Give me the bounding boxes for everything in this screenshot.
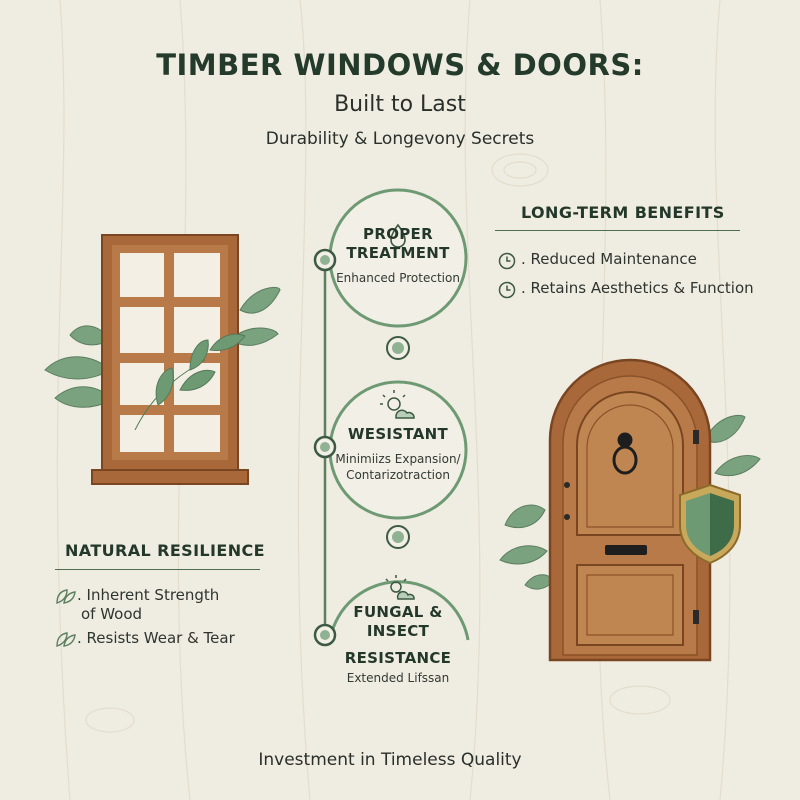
footer-text: Investment in Timeless Quality <box>258 750 522 770</box>
natural-resilience-item-line: . Inherent Strength <box>77 586 220 604</box>
timeline-step-treatment: PROPER TREATMENT Enhanced Protection <box>328 225 468 286</box>
timeline-step-title: FUNGAL & <box>353 603 443 621</box>
timeline-step-title: RESISTANCE <box>344 649 452 667</box>
page-subtitle: Built to Last <box>334 92 466 117</box>
natural-resilience-item-line: . Resists Wear & Tear <box>77 629 235 647</box>
long-term-benefits-item-text: . Retains Aesthetics & Function <box>521 279 754 297</box>
long-term-benefits-item: . Reduced Maintenance <box>497 250 787 272</box>
timeline-step-resistant: WESISTANT Minimiizs Expansion/ Contarizo… <box>323 425 473 483</box>
timeline-arc-fungal <box>328 580 470 641</box>
natural-resilience-heading: NATURAL RESILIENCE <box>65 541 265 560</box>
timber-window-illustration <box>44 234 281 485</box>
timeline-step-subtitle: Enhanced Protection <box>336 271 460 285</box>
timeline-step-subtitle: Minimiizs Expansion/ <box>335 452 461 466</box>
natural-resilience-item-line: of Wood <box>81 605 143 623</box>
page-tagline: Durability & Longevony Secrets <box>265 129 535 149</box>
long-term-benefits-item: . Retains Aesthetics & Function <box>497 279 787 301</box>
natural-resilience-divider <box>55 569 260 570</box>
timeline-step-title: INSECT <box>366 622 430 640</box>
leaf-branch-left-icon <box>499 504 554 590</box>
natural-resilience-item: . Resists Wear & Tear <box>55 629 295 651</box>
door-knocker-icon <box>612 432 638 475</box>
timeline-step-subtitle: Extended Lifssan <box>346 671 450 685</box>
page-title: TIMBER WINDOWS & DOORS: <box>156 48 644 82</box>
weather-sun-cloud-icon <box>380 390 415 419</box>
natural-resilience-item: . Inherent Strength of Wood <box>55 586 295 626</box>
shield-icon <box>679 483 741 565</box>
timeline-step-fungal: FUNGAL & INSECT RESISTANCE Extended Lifs… <box>328 603 468 686</box>
water-drop-icon <box>390 223 406 248</box>
leaf-outline-icon <box>56 632 76 647</box>
timeline-step-title: PROPER <box>363 225 433 243</box>
mail-slot-icon <box>605 545 647 555</box>
long-term-benefits-divider <box>495 230 740 231</box>
timeline-diagram <box>313 188 470 647</box>
leaf-branch-right-icon <box>229 287 281 346</box>
clock-icon <box>498 252 516 270</box>
timeline-step-title: WESISTANT <box>347 425 449 443</box>
timber-door-illustration <box>499 358 761 662</box>
timeline-step-title: TREATMENT <box>346 244 450 262</box>
clock-icon <box>498 281 516 299</box>
leaf-outline-icon <box>56 589 76 604</box>
leaf-branch-right-icon <box>704 414 761 477</box>
long-term-benefits-heading: LONG-TERM BENEFITS <box>521 203 725 222</box>
timeline-step-subtitle: Contarizotraction <box>346 468 450 482</box>
weather-sun-cloud-icon <box>385 575 415 600</box>
long-term-benefits-item-text: . Reduced Maintenance <box>521 250 697 268</box>
